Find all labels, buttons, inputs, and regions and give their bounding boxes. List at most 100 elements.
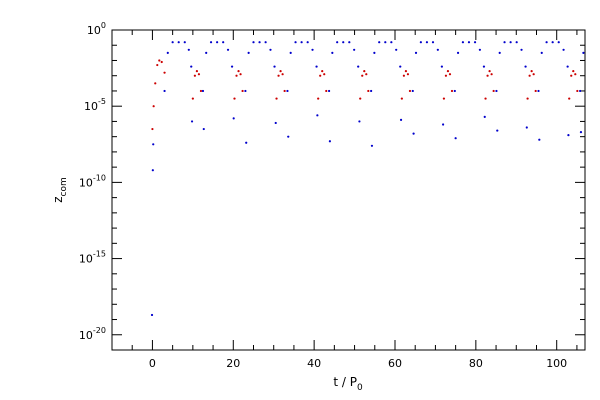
data-point xyxy=(187,48,190,51)
data-point xyxy=(582,51,585,54)
data-point xyxy=(567,134,570,137)
x-tick-label: 0 xyxy=(149,357,156,370)
data-point xyxy=(160,60,163,64)
data-point xyxy=(358,120,361,123)
data-point xyxy=(317,97,320,100)
data-point xyxy=(193,74,196,77)
y-tick-exponent: -5 xyxy=(98,97,106,106)
data-point xyxy=(171,41,174,44)
data-point xyxy=(342,41,345,44)
data-point xyxy=(183,41,186,44)
data-point xyxy=(532,73,535,76)
data-point xyxy=(399,118,403,121)
data-point xyxy=(540,51,543,54)
y-tick-base: 10 xyxy=(84,100,98,113)
data-point xyxy=(367,89,370,93)
data-point xyxy=(406,73,410,76)
data-point xyxy=(359,97,362,100)
data-point xyxy=(484,97,487,100)
data-point xyxy=(328,140,331,143)
data-point xyxy=(545,41,548,44)
data-point xyxy=(495,89,498,93)
data-point xyxy=(190,65,193,68)
data-point xyxy=(287,135,290,138)
data-point xyxy=(414,51,418,54)
data-point xyxy=(399,65,402,68)
data-point xyxy=(222,41,225,44)
data-point xyxy=(331,51,334,54)
data-point xyxy=(370,89,373,93)
data-point xyxy=(325,89,328,93)
data-point xyxy=(166,51,169,54)
data-point xyxy=(524,65,527,68)
y-tick-label: 100 xyxy=(87,21,106,37)
data-point xyxy=(442,97,446,100)
data-point xyxy=(384,41,387,44)
y-tick-label: 10-20 xyxy=(79,326,106,342)
data-point xyxy=(412,132,415,135)
data-point xyxy=(436,48,439,51)
data-point xyxy=(237,70,240,73)
data-point xyxy=(454,137,457,140)
data-point xyxy=(258,41,261,44)
data-point xyxy=(281,73,284,76)
data-point xyxy=(279,70,282,73)
data-point xyxy=(154,82,157,85)
data-point xyxy=(444,74,448,77)
data-point xyxy=(448,73,452,76)
data-point xyxy=(158,59,161,62)
data-point xyxy=(230,65,234,68)
data-point xyxy=(408,89,412,93)
data-point xyxy=(363,70,366,73)
data-point xyxy=(473,41,477,44)
data-point xyxy=(498,51,501,54)
data-point xyxy=(361,74,364,77)
data-point xyxy=(365,73,368,76)
data-point xyxy=(205,51,208,54)
data-point xyxy=(269,48,272,51)
data-point xyxy=(490,73,493,76)
y-tick-base: 10 xyxy=(79,176,93,189)
data-point xyxy=(323,73,326,76)
data-point xyxy=(526,97,529,100)
data-point xyxy=(156,63,159,67)
data-point xyxy=(241,89,244,93)
data-point xyxy=(232,117,235,120)
data-point xyxy=(239,73,242,76)
data-point xyxy=(201,89,205,93)
data-point xyxy=(395,48,398,51)
data-point xyxy=(450,89,454,93)
data-point xyxy=(152,143,155,146)
y-tick-label: 10-5 xyxy=(84,97,106,113)
y-axis-label: zcom xyxy=(51,177,69,203)
data-point xyxy=(151,169,154,172)
data-point xyxy=(252,41,255,44)
data-point xyxy=(530,70,533,73)
data-point xyxy=(275,97,278,100)
data-point xyxy=(566,65,569,68)
data-point xyxy=(226,48,230,51)
data-point xyxy=(488,70,491,73)
data-point xyxy=(190,120,194,123)
data-point xyxy=(245,141,248,144)
data-point xyxy=(311,48,314,51)
y-tick-label: 10-15 xyxy=(79,250,106,266)
x-tick-label: 80 xyxy=(469,357,483,370)
data-point xyxy=(576,89,579,93)
data-point xyxy=(300,41,303,44)
y-tick-exponent: 0 xyxy=(101,21,106,30)
data-point xyxy=(390,41,393,44)
data-point xyxy=(528,74,531,77)
data-point xyxy=(316,114,319,117)
data-point xyxy=(150,313,154,317)
data-point xyxy=(496,129,499,132)
data-point xyxy=(306,41,309,44)
data-point xyxy=(370,144,374,147)
data-point xyxy=(152,105,155,108)
y-tick-exponent: -15 xyxy=(93,250,106,259)
ticks xyxy=(111,29,585,351)
data-point xyxy=(283,89,286,93)
data-point xyxy=(321,70,324,73)
